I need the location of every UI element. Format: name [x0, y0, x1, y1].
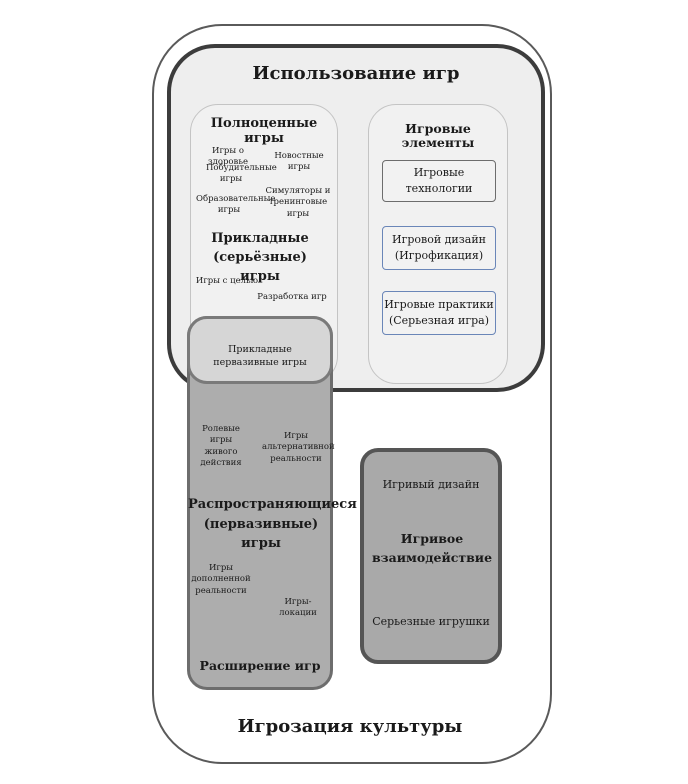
applied-pervasive-overlap — [187, 316, 333, 384]
health-games-label: Игры о здоровье — [208, 146, 248, 168]
playful-interaction-region — [360, 448, 502, 664]
game-technologies-box: Игровые технологии — [382, 160, 496, 202]
location-games-label: Игры-локации — [279, 597, 317, 619]
news-games-label: Новостные игры — [274, 151, 324, 173]
game-design-box: Игровой дизайн (Игрофикация) — [382, 226, 496, 270]
educational-games-label: Образовательные игры — [196, 194, 276, 216]
playful-interaction-title: Игривое взаимодействие — [371, 531, 493, 565]
usage-title: Использование игр — [252, 63, 460, 84]
game-development-label: Разработка игр — [257, 292, 327, 302]
game-practices-box: Игровые практики (Серьезная игра) — [382, 291, 496, 335]
applied-games-title: Прикладные (серьёзные) игры — [211, 231, 309, 284]
live-action-label: Ролевые игры живого действия — [200, 424, 242, 469]
motivating-games-label: Побудительные игры — [206, 163, 277, 185]
ar-games-label: Игры дополненной реальности — [191, 563, 251, 596]
full-games-title: Полноценные игры — [210, 116, 318, 146]
pervasive-games-title: Распространяющиеся (первазивные) игры — [188, 497, 357, 551]
applied-pervasive-label: Прикладные первазивные игры — [213, 344, 307, 369]
purpose-games-label: Игры с целью — [195, 276, 259, 286]
serious-toys-label: Серьезные игрушки — [372, 615, 490, 628]
arg-label: Игры альтернативной реальности — [262, 431, 335, 464]
culture-gamification-title: Игрозация культуры — [237, 716, 463, 737]
simulators-label: Симуляторы и тренинговые игры — [265, 186, 331, 219]
playful-design-label: Игривый дизайн — [382, 478, 480, 491]
games-expansion-title: Расширение игр — [199, 658, 321, 673]
game-elements-title: Игровые элементы — [401, 121, 475, 151]
